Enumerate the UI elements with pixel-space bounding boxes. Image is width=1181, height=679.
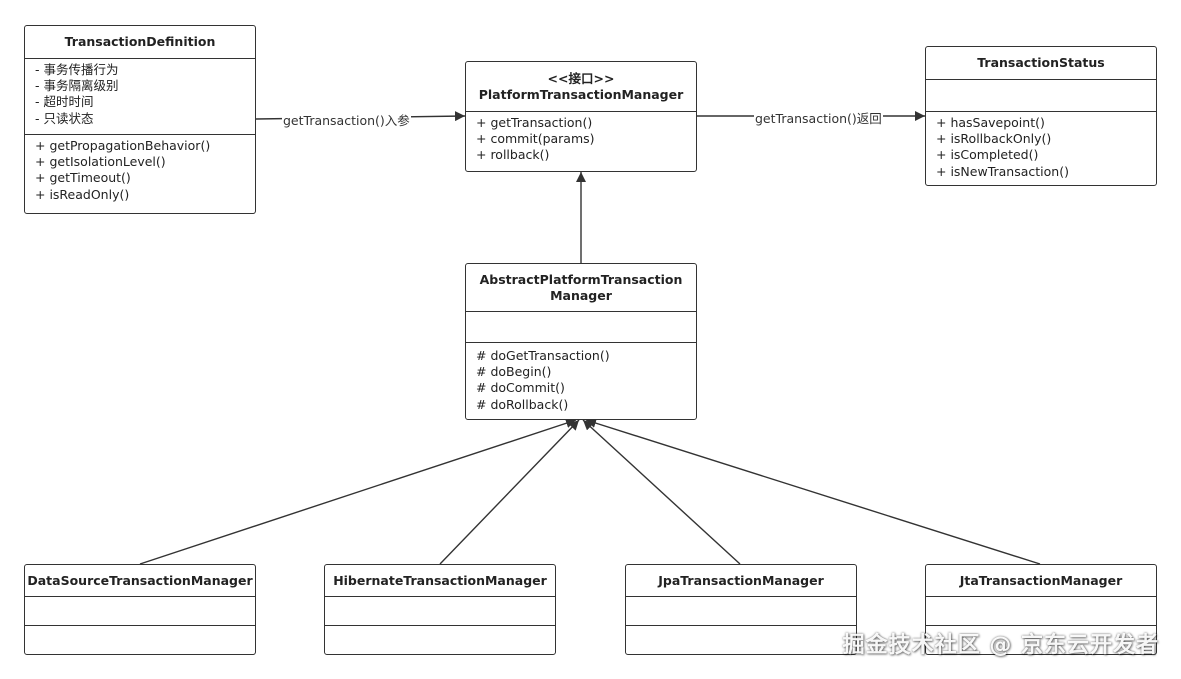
method-item: + isCompleted(): [936, 147, 1039, 163]
attribute-item: - 只读状态: [35, 110, 94, 126]
method-item: + hasSavepoint(): [936, 115, 1045, 130]
method-item: + getIsolationLevel(): [35, 154, 166, 170]
class-jpa-transaction-manager: JpaTransactionManager: [625, 564, 857, 655]
attribute-item: - 事务传播行为: [35, 62, 119, 77]
method-section: [25, 625, 255, 654]
stereotype-label: <<接口>>: [547, 70, 615, 86]
class-platform-transaction-manager: <<接口>> PlatformTransactionManager + getT…: [465, 61, 697, 172]
attribute-item: - 事务隔离级别: [35, 78, 119, 94]
edge-hibernate-to-abstract: [439, 419, 580, 565]
method-section: [626, 625, 856, 654]
edge-datasource-to-abstract: [139, 418, 577, 565]
edge-jpa-to-abstract: [582, 419, 741, 565]
method-item: + isReadOnly(): [35, 186, 130, 202]
method-section: [926, 625, 1156, 654]
method-item: + getTimeout(): [35, 170, 131, 186]
class-datasource-transaction-manager: DataSourceTransactionManager: [24, 564, 256, 655]
method-item: + commit(params): [476, 131, 595, 147]
method-section: + getPropagationBehavior() + getIsolatio…: [25, 134, 255, 206]
attribute-section: [325, 596, 555, 625]
method-section: + getTransaction() + commit(params) + ro…: [466, 111, 696, 167]
edge-label-return: getTransaction()返回: [754, 108, 883, 127]
method-section: # doGetTransaction() # doBegin() # doCom…: [466, 342, 696, 416]
class-title: JtaTransactionManager: [959, 572, 1123, 588]
method-item: + isRollbackOnly(): [936, 131, 1052, 147]
method-section: [325, 625, 555, 654]
attribute-section: [466, 311, 696, 342]
method-item: + getPropagationBehavior(): [35, 138, 211, 153]
attribute-section: [25, 596, 255, 625]
method-item: # doCommit(): [476, 380, 565, 396]
attribute-section: [626, 596, 856, 625]
attribute-section: [926, 596, 1156, 625]
class-jta-transaction-manager: JtaTransactionManager: [925, 564, 1157, 655]
class-transaction-status: TransactionStatus + hasSavepoint() + isR…: [925, 46, 1157, 186]
class-title: DataSourceTransactionManager: [27, 572, 253, 588]
class-title: JpaTransactionManager: [658, 572, 824, 588]
method-item: + getTransaction(): [476, 115, 593, 130]
class-title: TransactionStatus: [977, 55, 1105, 70]
attribute-item: - 超时时间: [35, 94, 94, 110]
class-abstract-platform-transaction-manager: AbstractPlatformTransactionManager # doG…: [465, 263, 697, 420]
watermark-text: 掘金技术社区 @ 京东云开发者: [842, 633, 1159, 658]
edge-jta-to-abstract: [585, 418, 1041, 565]
method-item: # doBegin(): [476, 364, 552, 380]
class-title: TransactionDefinition: [64, 34, 216, 49]
edge-label-param: getTransaction()入参: [282, 110, 411, 129]
method-item: + isNewTransaction(): [936, 163, 1069, 179]
method-item: # doGetTransaction(): [476, 348, 610, 363]
class-hibernate-transaction-manager: HibernateTransactionManager: [324, 564, 556, 655]
class-transaction-definition: TransactionDefinition - 事务传播行为 - 事务隔离级别 …: [24, 25, 256, 214]
class-title: AbstractPlatformTransactionManager: [479, 271, 683, 303]
method-item: + rollback(): [476, 147, 550, 163]
attribute-section: - 事务传播行为 - 事务隔离级别 - 超时时间 - 只读状态: [25, 58, 255, 134]
attribute-section: [926, 79, 1156, 111]
method-section: + hasSavepoint() + isRollbackOnly() + is…: [926, 111, 1156, 183]
method-item: # doRollback(): [476, 396, 569, 412]
class-name: PlatformTransactionManager: [478, 86, 684, 102]
class-title: HibernateTransactionManager: [333, 572, 547, 588]
class-title: <<接口>> PlatformTransactionManager: [466, 62, 696, 111]
